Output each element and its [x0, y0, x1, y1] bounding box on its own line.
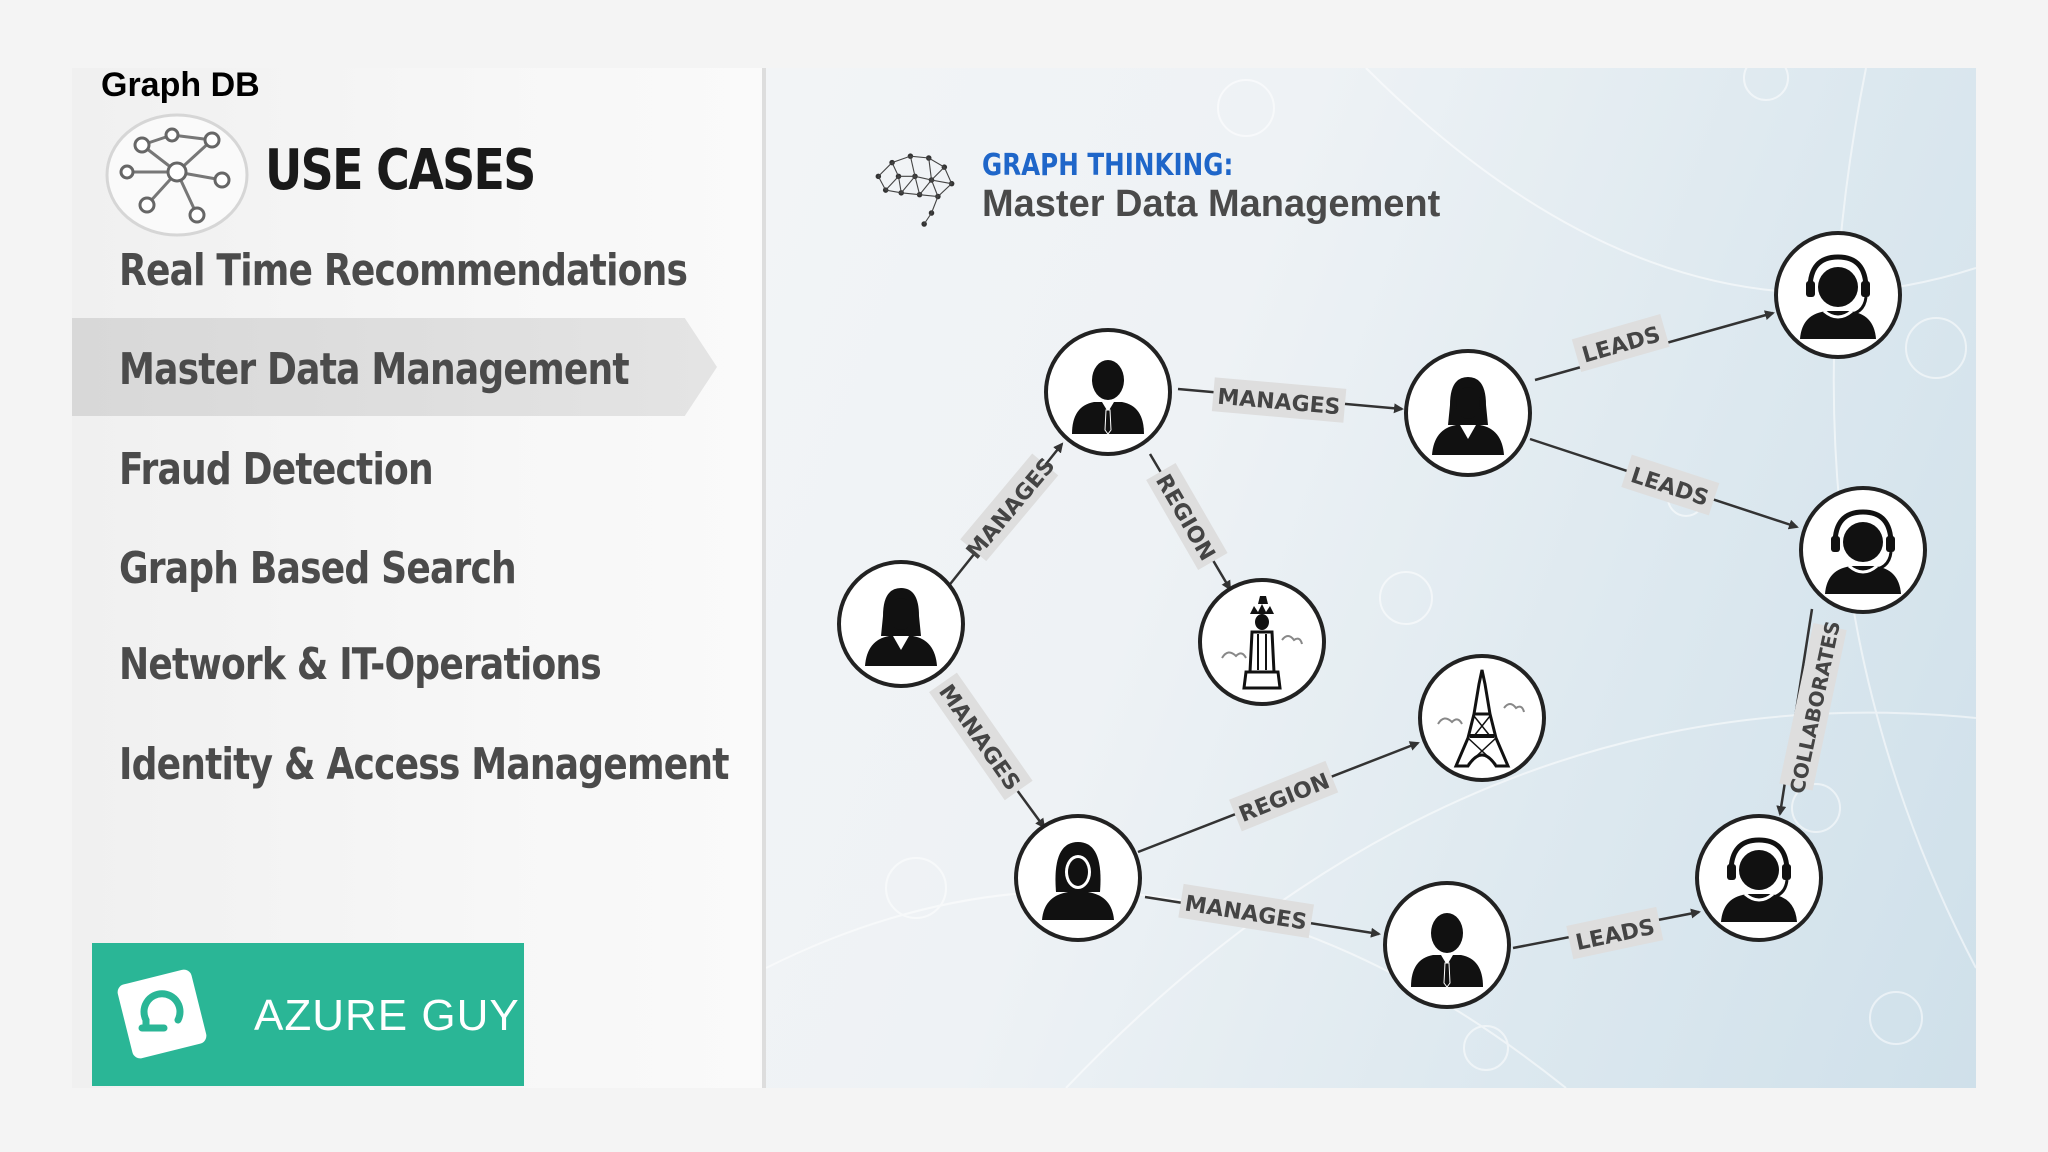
- node-woman-left: [839, 562, 963, 686]
- node-woman-bottom: [1016, 816, 1140, 940]
- edge-label-leads-2: LEADS: [1621, 455, 1719, 516]
- edge-label-collaborates: COLLABORATES: [1778, 617, 1848, 796]
- node-eiffel: [1420, 656, 1544, 780]
- svg-text:MANAGES: MANAGES: [962, 454, 1060, 565]
- node-agent-1: [1776, 233, 1900, 357]
- edge-label-manages-2: MANAGES: [1212, 377, 1346, 422]
- edge-label-manages-1: MANAGES: [957, 449, 1062, 565]
- edge-label-leads-1: LEADS: [1572, 314, 1670, 372]
- node-liberty: [1200, 580, 1324, 704]
- node-man-bottom: [1385, 883, 1509, 1007]
- svg-text:MANAGES: MANAGES: [933, 680, 1024, 795]
- node-agent-2: [1801, 488, 1925, 612]
- node-woman-top: [1406, 351, 1530, 475]
- edge-label-manages-3: MANAGES: [929, 673, 1033, 801]
- edge-label-region-2: REGION: [1229, 761, 1338, 831]
- graph-diagram: MANAGES MANAGES REGION LEADS LEADS MANAG…: [72, 68, 1976, 1088]
- node-agent-3: [1697, 816, 1821, 940]
- edge-label-manages-4: MANAGES: [1178, 884, 1314, 938]
- edge-label-region-1: REGION: [1146, 463, 1227, 570]
- header-label: Graph DB: [101, 66, 260, 105]
- node-man-top: [1046, 330, 1170, 454]
- edge-label-leads-3: LEADS: [1566, 907, 1663, 959]
- slide: USE CASES Real Time Recommendations Mast…: [72, 68, 1976, 1088]
